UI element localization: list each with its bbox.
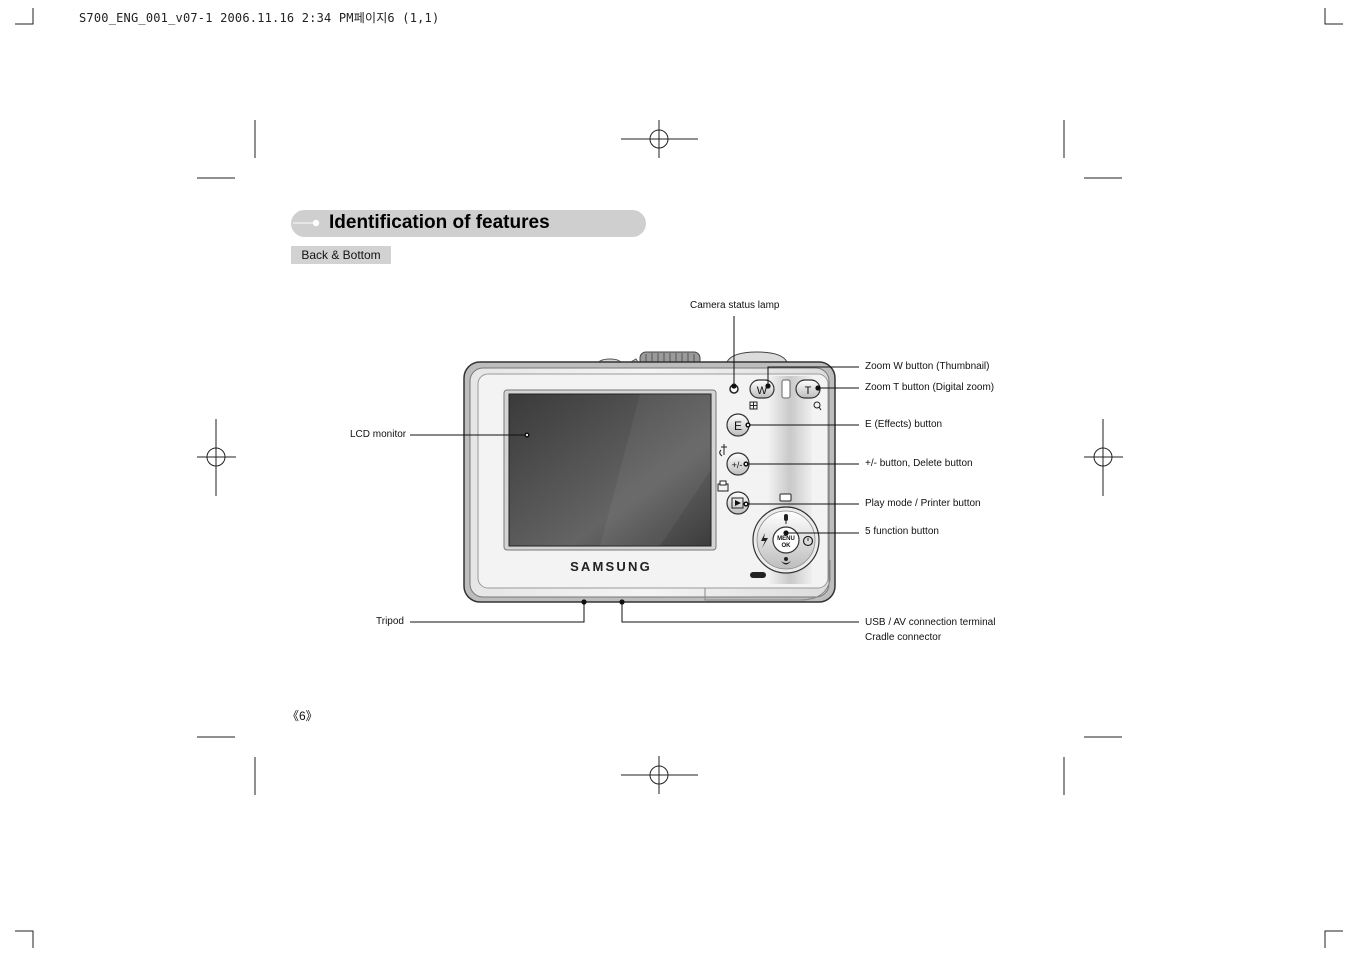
delete-icon [719, 444, 727, 457]
voice-memo-icon [779, 493, 792, 502]
magnifier-icon [813, 401, 822, 411]
callout-plus-minus: +/- button, Delete button [865, 458, 973, 469]
callout-e-button: E (Effects) button [865, 419, 943, 430]
mode-dial [726, 351, 788, 363]
crop-mark-top-right [1324, 8, 1343, 25]
callout-zoom-t: Zoom T button (Digital zoom) [865, 382, 995, 393]
play-icon [735, 500, 741, 506]
printer-icon [717, 480, 729, 492]
title-bar [291, 210, 646, 237]
registration-mark-top [621, 120, 698, 158]
ok-label: OK [782, 543, 792, 549]
callout-lines [410, 316, 859, 623]
callout-lcd-monitor: LCD monitor [350, 429, 407, 440]
crop-mark-top-left [15, 8, 34, 25]
section-subtitle: Back & Bottom [301, 248, 381, 262]
menu-label: MENU [777, 536, 795, 542]
callout-cradle-connector: Cradle connector [865, 632, 942, 643]
zoom-w-label: W [757, 385, 768, 397]
callout-five-function: 5 function button [865, 526, 939, 537]
print-header: S700_ENG_001_v07-1 2006.11.16 2:34 PM페이지… [79, 11, 440, 25]
macro-icon [781, 557, 791, 565]
self-timer-icon [802, 535, 814, 547]
registration-mark-bottom [621, 756, 698, 794]
registration-mark-left [197, 419, 236, 496]
flash-icon [761, 533, 768, 548]
card-indicator-icon [750, 572, 766, 578]
callout-usb-av: USB / AV connection terminal [865, 617, 996, 628]
crop-mark-bottom-left [15, 930, 34, 948]
microphone-icon [784, 514, 788, 524]
e-button-label: E [734, 419, 742, 433]
registration-mark-right [1084, 419, 1123, 496]
callout-camera-status-lamp: Camera status lamp [690, 300, 780, 311]
callout-zoom-w: Zoom W button (Thumbnail) [865, 361, 990, 372]
callout-tripod: Tripod [376, 616, 404, 627]
section-title: Identification of features [329, 212, 550, 233]
plus-minus-icon: +/- [732, 460, 743, 470]
callout-dots [524, 383, 821, 605]
callout-play-mode: Play mode / Printer button [865, 498, 981, 509]
zoom-t-label: T [805, 385, 812, 397]
thumbnail-icon [749, 401, 758, 410]
brand-logo: SAMSUNG [570, 559, 652, 574]
subtitle-tab [291, 246, 391, 264]
lcd-monitor [508, 393, 712, 547]
crop-mark-bottom-right [1324, 930, 1343, 948]
page-number: 《6》 [287, 709, 318, 723]
